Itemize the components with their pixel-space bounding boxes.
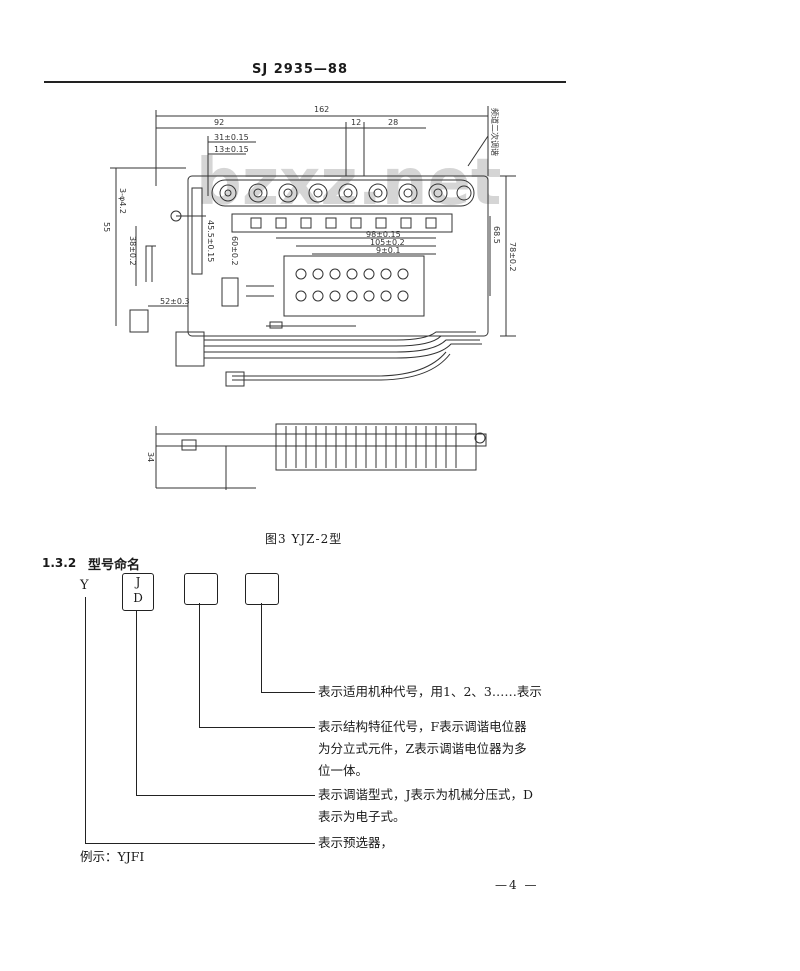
code-box-machine xyxy=(245,573,279,605)
code-box-type-bottom: D xyxy=(133,591,143,605)
dim-34: 34 xyxy=(146,452,155,462)
section-title: 型号命名 xyxy=(88,558,141,573)
watermark: bzxz.net xyxy=(196,146,501,220)
dim-13: 13±0.15 xyxy=(214,145,249,154)
desc-preselector: 表示预选器， xyxy=(318,835,394,850)
dim-68: 68.5 xyxy=(492,226,501,244)
leader-line-type-horizontal xyxy=(136,795,315,796)
code-box-type-top: J xyxy=(135,575,141,589)
dim-holes: 3-φ4.2 xyxy=(118,188,127,214)
desc-structure-line-1: 表示结构特征代号，F表示调谐电位器 xyxy=(318,719,527,734)
code-box-type: J D xyxy=(122,573,154,611)
technical-drawing: bzxz.net xyxy=(96,96,566,520)
drawing-svg: bzxz.net xyxy=(102,105,517,490)
dim-92: 92 xyxy=(214,118,224,127)
desc-type-line-2: 表示为电子式。 xyxy=(318,809,406,824)
dim-31: 31±0.15 xyxy=(214,133,249,142)
standard-code: SJ 2935—88 xyxy=(252,62,348,77)
code-box-structure xyxy=(184,573,218,605)
dim-55: 55 xyxy=(102,222,111,232)
dim-38: 38±0.2 xyxy=(128,236,137,266)
desc-structure-line-3: 位一体。 xyxy=(318,763,369,778)
dim-45: 45.5±0.15 xyxy=(206,220,215,262)
dim-h: 78±0.2 xyxy=(508,242,517,272)
naming-example: 例示：YJFI xyxy=(80,849,145,864)
leader-line-structure-vertical xyxy=(199,603,200,727)
page-number: —4 — xyxy=(495,878,539,892)
dim-total-width: 162 xyxy=(314,105,329,114)
dim-60: 60±0.2 xyxy=(230,236,239,266)
leader-line-type-vertical xyxy=(136,610,137,795)
dim-98: 98±0.15 xyxy=(366,230,401,239)
leader-line-y-vertical xyxy=(85,597,86,843)
leader-line-machine-vertical xyxy=(261,603,262,692)
desc-structure-line-2: 为分立式元件，Z表示调谐电位器为多 xyxy=(318,741,527,756)
leader-line-structure-horizontal xyxy=(199,727,315,728)
dim-105: 105±0.2 xyxy=(370,238,405,247)
header-rule xyxy=(44,81,566,83)
dim-28: 28 xyxy=(388,118,398,127)
desc-type-line-1: 表示调谐型式，J表示为机械分压式，D xyxy=(318,787,534,802)
desc-machine-code: 表示适用机种代号，用1、2、3……表示 xyxy=(318,684,542,699)
leader-line-y-horizontal xyxy=(85,843,315,844)
leader-line-machine-horizontal xyxy=(261,692,315,693)
dim-52: 52±0.3 xyxy=(160,297,190,306)
figure-caption: 图3 YJZ-2型 xyxy=(265,532,343,546)
dim-right-label: 频道二次调谐 xyxy=(490,108,500,156)
dim-91: 9±0.1 xyxy=(376,246,401,255)
code-prefix-y: Y xyxy=(80,578,89,593)
dim-12: 12 xyxy=(351,118,361,127)
section-number: 1.3.2 xyxy=(42,556,77,570)
